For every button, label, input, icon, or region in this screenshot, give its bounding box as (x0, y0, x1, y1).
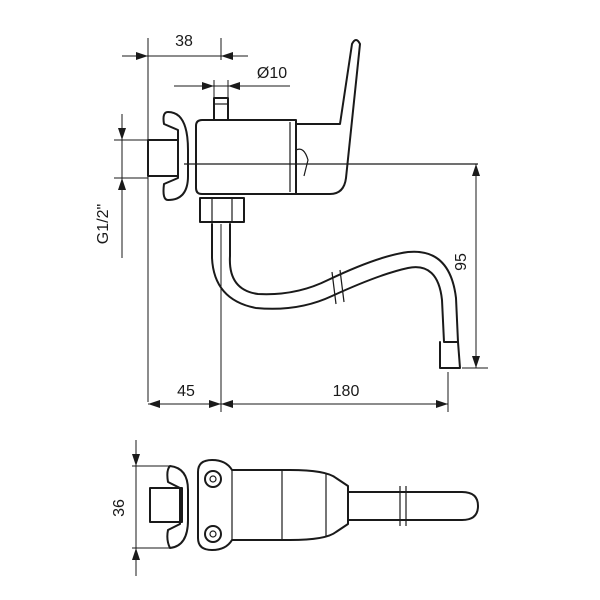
plan-body (197, 459, 349, 551)
dim-45-label: 45 (177, 383, 195, 400)
hex-nut (199, 197, 245, 223)
dim-thread-label: G1/2" (95, 204, 112, 244)
plan-spout (347, 491, 479, 521)
dim-95-label: 95 (453, 253, 470, 271)
top-pin (213, 97, 229, 121)
elevation-dimensions: 38 Ø10 G1/2" 95 45 180 (95, 33, 488, 412)
side-elevation-view (147, 39, 478, 369)
spout (211, 223, 459, 343)
dim-diameter-label: Ø10 (257, 65, 287, 82)
dim-180-label: 180 (333, 383, 360, 400)
lever-joint (295, 148, 309, 177)
mounting-hole-bottom (204, 525, 222, 543)
spout-tip (439, 341, 461, 369)
mounting-hole-top (204, 470, 222, 488)
plan-flange (166, 465, 189, 549)
lever-handle (295, 39, 361, 195)
dim-38-label: 38 (175, 33, 193, 50)
valve-body (195, 119, 297, 195)
wall-flange (162, 111, 189, 201)
spout-ring (331, 271, 337, 305)
thread-connector (147, 139, 179, 177)
plan-view (149, 459, 479, 551)
plan-connector (149, 487, 183, 523)
plan-dimensions: 36 (111, 440, 170, 576)
dim-36-label: 36 (111, 499, 128, 517)
